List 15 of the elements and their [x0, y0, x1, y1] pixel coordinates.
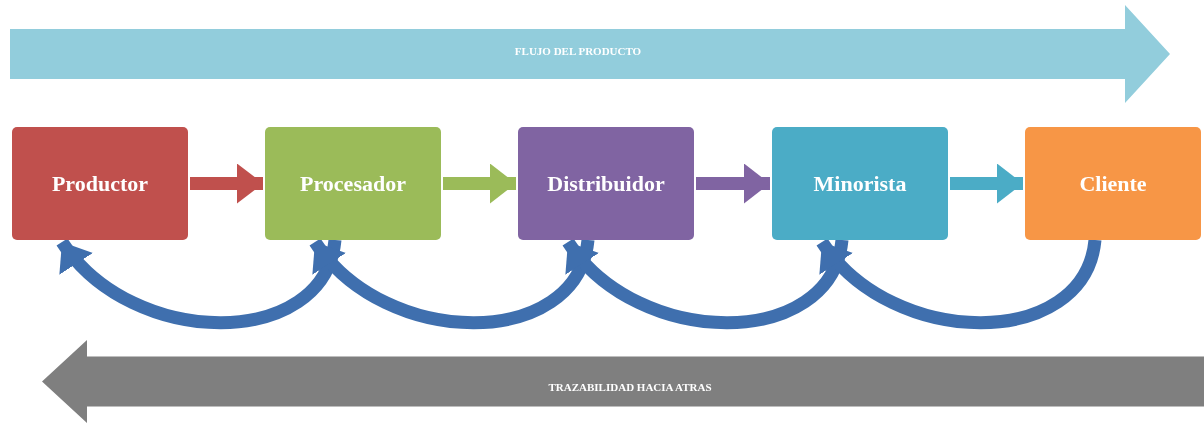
curved-arrow [309, 237, 595, 330]
process-box: Procesador [265, 127, 441, 240]
process-box: Minorista [772, 127, 948, 240]
curved-arrow [56, 237, 342, 330]
arrow [950, 163, 1023, 204]
process-box: Distribuidor [518, 127, 694, 240]
curved-arrow [816, 237, 1102, 330]
process-box: Productor [12, 127, 188, 240]
arrow [696, 163, 770, 204]
curved-arrow [562, 237, 849, 330]
process-box: Cliente [1025, 127, 1201, 240]
arrow [190, 163, 263, 204]
banner-label: TRAZABILIDAD HACIA ATRAS [548, 381, 712, 393]
banner-label: FLUJO DEL PRODUCTO [514, 45, 642, 57]
arrow [443, 163, 516, 204]
